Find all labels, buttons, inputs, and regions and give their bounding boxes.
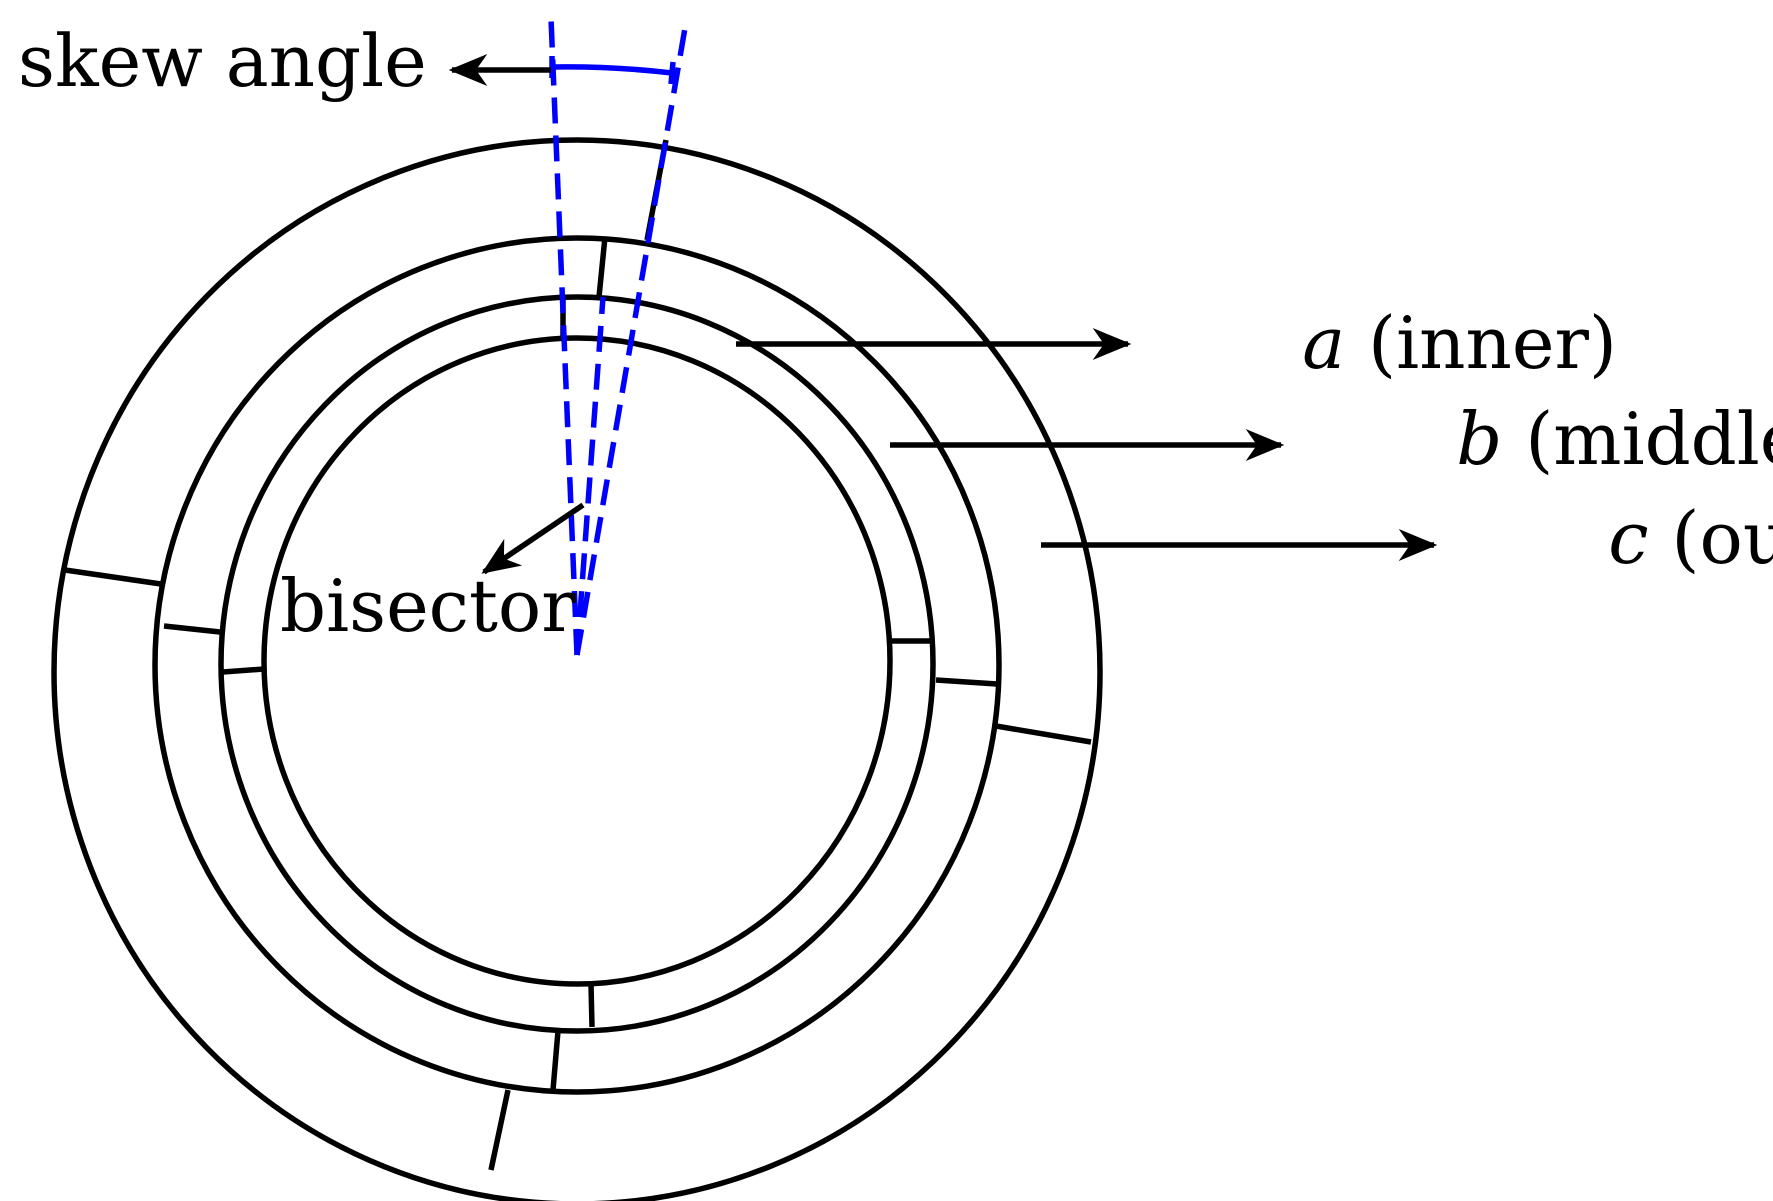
ring-a-inner-boundary <box>261 335 893 987</box>
divider-b-bottom <box>550 1030 561 1091</box>
label-a-inner: a (inner) <box>1142 301 1731 385</box>
skew-guide-center <box>574 296 606 656</box>
ring-b-outer-boundary <box>152 235 1002 1095</box>
rings <box>51 137 1103 1201</box>
label-b-name: (middle) <box>1502 397 1773 481</box>
bisector-arrow <box>481 502 585 575</box>
skew-guides <box>548 17 688 656</box>
divider-c-right <box>995 723 1092 745</box>
label-c-name: (outer) <box>1649 496 1773 580</box>
skew-arc-tick-right <box>668 61 676 85</box>
divider-c-bottom <box>488 1089 511 1171</box>
skew-angle-arc <box>551 64 673 76</box>
skew-guide-right <box>574 27 688 656</box>
label-c-outer: c (outer) <box>1448 496 1773 580</box>
label-a-letter: a <box>1302 301 1345 385</box>
divider-a-left <box>222 666 265 675</box>
label-c-letter: c <box>1608 496 1648 580</box>
ring-a-outer-boundary <box>218 294 936 1034</box>
divider-b-top <box>596 236 608 298</box>
divider-b-right <box>935 677 998 687</box>
divider-c-left <box>64 567 162 587</box>
labels: skew angle bisector a (inner) b (middle)… <box>18 19 1773 648</box>
annotation-arrows <box>448 53 1438 575</box>
divider-a-bottom <box>588 983 595 1028</box>
skew-guide-left <box>548 17 580 656</box>
bisector-label: bisector <box>280 564 576 648</box>
segment-dividers <box>64 139 1092 1171</box>
label-b-middle: b (middle) <box>1296 397 1773 481</box>
divider-b-left <box>163 623 221 635</box>
ring-c-outer-boundary <box>51 137 1103 1201</box>
label-b-letter: b <box>1456 397 1502 481</box>
skew-angle-label: skew angle <box>18 19 427 103</box>
label-a-name: (inner) <box>1345 301 1617 385</box>
